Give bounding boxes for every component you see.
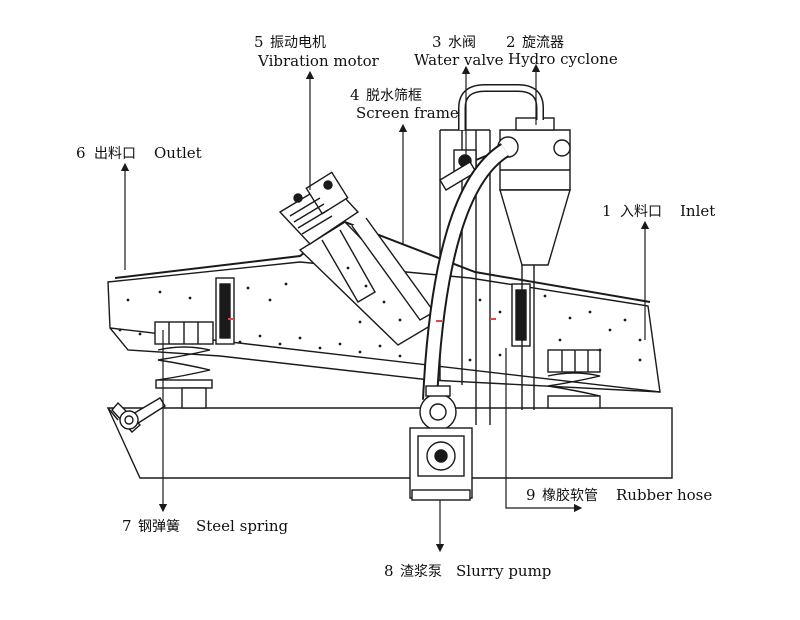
overflow-pipe [458, 84, 544, 130]
outlet-label-en: Outlet [154, 144, 202, 162]
vibration-motor-label-cn: 振动电机 [270, 35, 326, 51]
water-valve-number: 3 [432, 33, 442, 51]
slurry-tank [106, 407, 673, 479]
vibration-motor-label-en: Vibration motor [257, 52, 380, 70]
steel-spring-number: 7 [122, 517, 132, 535]
callout-vibration-motor: 5 振动电机 Vibration motor [254, 33, 380, 70]
callout-outlet: 6 出料口 Outlet [76, 144, 202, 162]
vibration-motor [278, 171, 360, 245]
steel-spring-label-en: Steel spring [196, 517, 289, 535]
water-valve-label-cn: 水阀 [448, 35, 476, 51]
hydro-cyclone-label-cn: 旋流器 [522, 35, 564, 51]
slurry-pump-number: 8 [384, 562, 394, 580]
callout-water-valve: 3 水阀 Water valve [414, 33, 504, 69]
rubber-hose [422, 143, 510, 401]
leader-rubber-hose [505, 348, 583, 513]
left-spring-assembly [154, 321, 214, 409]
callout-steel-spring: 7 钢弹簧 Steel spring [122, 517, 289, 535]
slurry-pump-label-en: Slurry pump [456, 562, 551, 580]
frame-perforation-dots [118, 266, 642, 362]
steel-spring-label-cn: 钢弹簧 [138, 519, 180, 535]
rubber-hose-label-cn: 橡胶软管 [542, 487, 598, 504]
frame-lugs [215, 277, 531, 347]
outlet-number: 6 [76, 144, 86, 162]
callout-rubber-hose: 9 橡胶软管 Rubber hose [526, 486, 712, 504]
right-spring-assembly [547, 349, 601, 409]
rubber-hose-label-en: Rubber hose [616, 486, 712, 504]
screen-frame-number: 4 [350, 86, 360, 104]
rubber-hose-number: 9 [526, 486, 536, 504]
water-valve-label-en: Water valve [414, 51, 504, 69]
callout-slurry-pump: 8 渣浆泵 Slurry pump [384, 562, 551, 580]
screen-frame-label-en: Screen frame [356, 104, 459, 122]
callout-screen-frame: 4 脱水筛框 Screen frame [350, 86, 459, 122]
inlet-number: 1 [602, 202, 612, 220]
screen-frame-label-cn: 脱水筛框 [366, 88, 422, 104]
red-accent-marks [228, 318, 496, 322]
inlet-label-cn: 入料口 [620, 204, 662, 220]
hydro-cyclone-number: 2 [506, 33, 516, 51]
hydro-cyclone-label-en: Hydro cyclone [508, 50, 618, 68]
outlet-label-cn: 出料口 [94, 146, 136, 162]
slurry-pump [409, 385, 473, 501]
slurry-pump-label-cn: 渣浆泵 [400, 564, 442, 580]
vibration-motor-number: 5 [254, 33, 264, 51]
motor-support-beam [298, 217, 442, 346]
underflow-pipe [521, 265, 535, 410]
leader-lines [120, 63, 650, 553]
callout-inlet: 1 入料口 Inlet [602, 202, 715, 220]
callout-hydro-cyclone: 2 旋流器 Hydro cyclone [506, 33, 618, 68]
inlet-label-en: Inlet [680, 202, 715, 220]
